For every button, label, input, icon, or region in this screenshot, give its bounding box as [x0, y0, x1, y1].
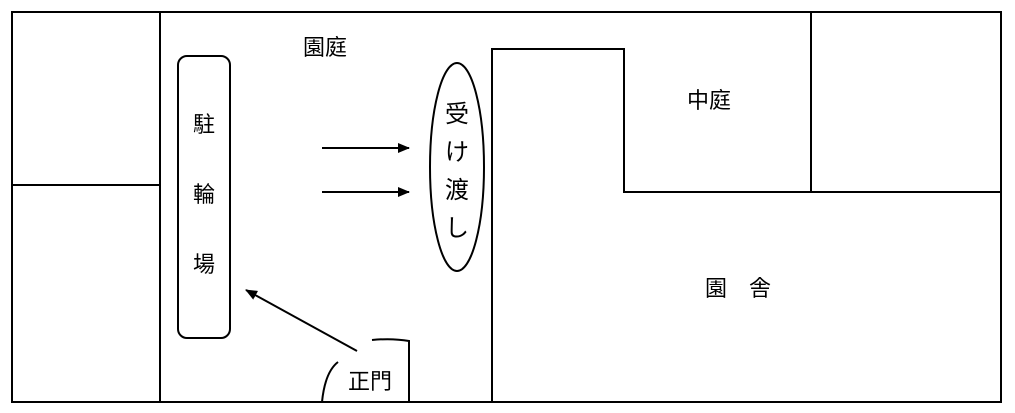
handover-area	[429, 62, 485, 272]
main-gate-label: 正門	[348, 370, 392, 395]
bicycle-parking-label-2: 輪	[193, 183, 215, 208]
bicycle-parking-label-1: 駐	[193, 113, 215, 138]
bicycle-parking-label-3: 場	[193, 253, 215, 278]
main-gate-left-door-arc	[321, 361, 339, 403]
main-gate-right-door	[371, 338, 410, 402]
handover-label-4: し	[445, 214, 469, 242]
main-gate-label-bg	[340, 364, 400, 401]
school-building-outline	[491, 48, 1001, 402]
bicycle-parking-area	[177, 55, 231, 339]
handover-label-2: け	[445, 138, 469, 166]
courtyard-label: 中庭	[687, 89, 731, 114]
school-building-label: 園 舎	[705, 277, 771, 302]
arrow-gate-to-bicycle-parking	[245, 289, 358, 352]
handover-label-1: 受	[445, 100, 469, 128]
handover-label-3: 渡	[445, 176, 469, 204]
garden-label: 園庭	[303, 36, 347, 61]
site-boundary	[11, 11, 1002, 403]
